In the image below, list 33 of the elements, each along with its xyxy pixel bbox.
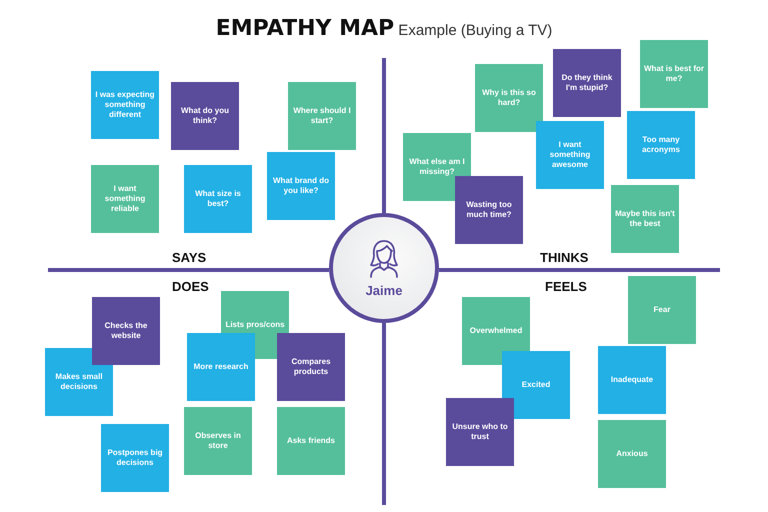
sticky-note: I want something reliable	[91, 165, 159, 233]
sticky-note: Where should I start?	[288, 82, 356, 150]
quadrant-heading: FEELS	[545, 279, 587, 294]
sticky-note: I want something awesome	[536, 121, 604, 189]
sticky-note: More research	[187, 333, 255, 401]
sticky-note: What is best for me?	[640, 40, 708, 108]
sticky-note: What brand do you like?	[267, 152, 335, 220]
quadrant-heading: DOES	[172, 279, 209, 294]
sticky-note: What do you think?	[171, 82, 239, 150]
sticky-note: Inadequate	[598, 346, 666, 414]
sticky-note: Makes small decisions	[45, 348, 113, 416]
sticky-note: Why is this so hard?	[475, 64, 543, 132]
sticky-note: What size is best?	[184, 165, 252, 233]
sticky-note: Overwhelmed	[462, 297, 530, 365]
sticky-note: Observes in store	[184, 407, 252, 475]
sticky-note: Asks friends	[277, 407, 345, 475]
sticky-note: I was expecting something different	[91, 71, 159, 139]
title: EMPATHY MAP Example (Buying a TV)	[214, 16, 554, 41]
sticky-note: What else am I missing?	[403, 133, 471, 201]
sticky-note: Excited	[502, 351, 570, 419]
sticky-note: Maybe this isn't the best	[611, 185, 679, 253]
sticky-note: Do they think I'm stupid?	[553, 49, 621, 117]
sticky-note: Postpones big decisions	[101, 424, 169, 492]
sticky-note: Checks the website	[92, 297, 160, 365]
sticky-note: Unsure who to trust	[446, 398, 514, 466]
sticky-note: Anxious	[598, 420, 666, 488]
sticky-note: Compares products	[277, 333, 345, 401]
quadrant-heading: THINKS	[540, 250, 588, 265]
sticky-note: Fear	[628, 276, 696, 344]
quadrant-heading: SAYS	[172, 250, 206, 265]
persona-name: Jaime	[366, 282, 402, 298]
sticky-note: Wasting too much time?	[455, 176, 523, 244]
sticky-note: Too many acronyms	[627, 111, 695, 179]
